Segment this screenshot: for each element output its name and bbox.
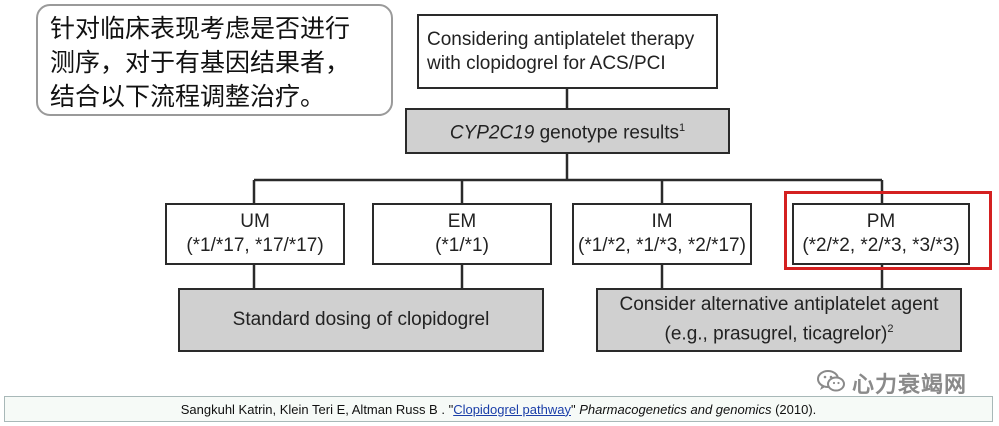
citation-after-link: " <box>570 401 580 417</box>
note-line-2: 测序，对于有基因结果者， <box>50 48 351 77</box>
phenotype-im-name: IM <box>651 211 673 232</box>
citation-journal: Pharmacogenetics and genomics <box>579 401 772 417</box>
phenotype-um-box: UM (*1/*17, *17/*17) <box>165 203 345 265</box>
callout-note: 针对临床表现考虑是否进行 测序，对于有基因结果者， 结合以下流程调整治疗。 <box>36 4 393 116</box>
genotype-results-box: CYP2C19 genotype results1 <box>405 108 730 154</box>
standard-dosing-text: Standard dosing of clopidogrel <box>232 309 490 330</box>
phenotype-im-genotypes: (*1/*2, *1/*3, *2/*17) <box>578 235 746 256</box>
phenotype-em-box: EM (*1/*1) <box>372 203 552 265</box>
start-line-1: Considering antiplatelet therapy <box>427 28 695 50</box>
phenotype-pm-name: PM <box>866 211 896 232</box>
pm-highlight-frame <box>784 191 992 270</box>
genotype-footnote: 1 <box>679 122 686 135</box>
watermark-text: 心力衰竭网 <box>852 373 968 398</box>
genotype-text: genotype results <box>534 122 680 144</box>
watermark: 心力衰竭网 <box>816 368 967 398</box>
note-line-1: 针对临床表现考虑是否进行 <box>50 14 351 43</box>
citation-link[interactable]: Clopidogrel pathway <box>453 401 571 417</box>
gene-name: CYP2C19 <box>449 122 535 144</box>
phenotype-em-genotypes: (*1/*1) <box>435 235 489 256</box>
phenotype-pm-box: PM (*2/*2, *2/*3, *3/*3) <box>792 203 970 265</box>
start-box: Considering antiplatelet therapy with cl… <box>417 14 718 89</box>
alternative-footnote: 2 <box>887 323 894 336</box>
standard-dosing-box: Standard dosing of clopidogrel <box>178 288 544 352</box>
alternative-line-2-wrap: (e.g., prasugrel, ticagrelor)2 <box>665 317 894 346</box>
alternative-agent-box: Consider alternative antiplatelet agent … <box>596 288 962 352</box>
citation-year: (2010). <box>771 401 817 417</box>
phenotype-im-box: IM (*1/*2, *1/*3, *2/*17) <box>572 203 752 265</box>
citation-authors: Sangkuhl Katrin, Klein Teri E, Altman Ru… <box>180 401 454 417</box>
citation-bar: Sangkuhl Katrin, Klein Teri E, Altman Ru… <box>4 396 993 422</box>
wechat-icon <box>816 368 846 399</box>
phenotype-um-name: UM <box>240 211 270 232</box>
phenotype-pm-genotypes: (*2/*2, *2/*3, *3/*3) <box>802 235 960 256</box>
start-line-2: with clopidogrel for ACS/PCI <box>427 52 666 74</box>
alternative-line-1: Consider alternative antiplatelet agent <box>619 294 939 316</box>
note-line-3: 结合以下流程调整治疗。 <box>50 82 326 111</box>
alternative-line-2: (e.g., prasugrel, ticagrelor) <box>664 323 888 345</box>
phenotype-em-name: EM <box>447 211 477 232</box>
phenotype-um-genotypes: (*1/*17, *17/*17) <box>186 235 324 256</box>
genotype-label: CYP2C19 genotype results1 <box>450 116 685 145</box>
